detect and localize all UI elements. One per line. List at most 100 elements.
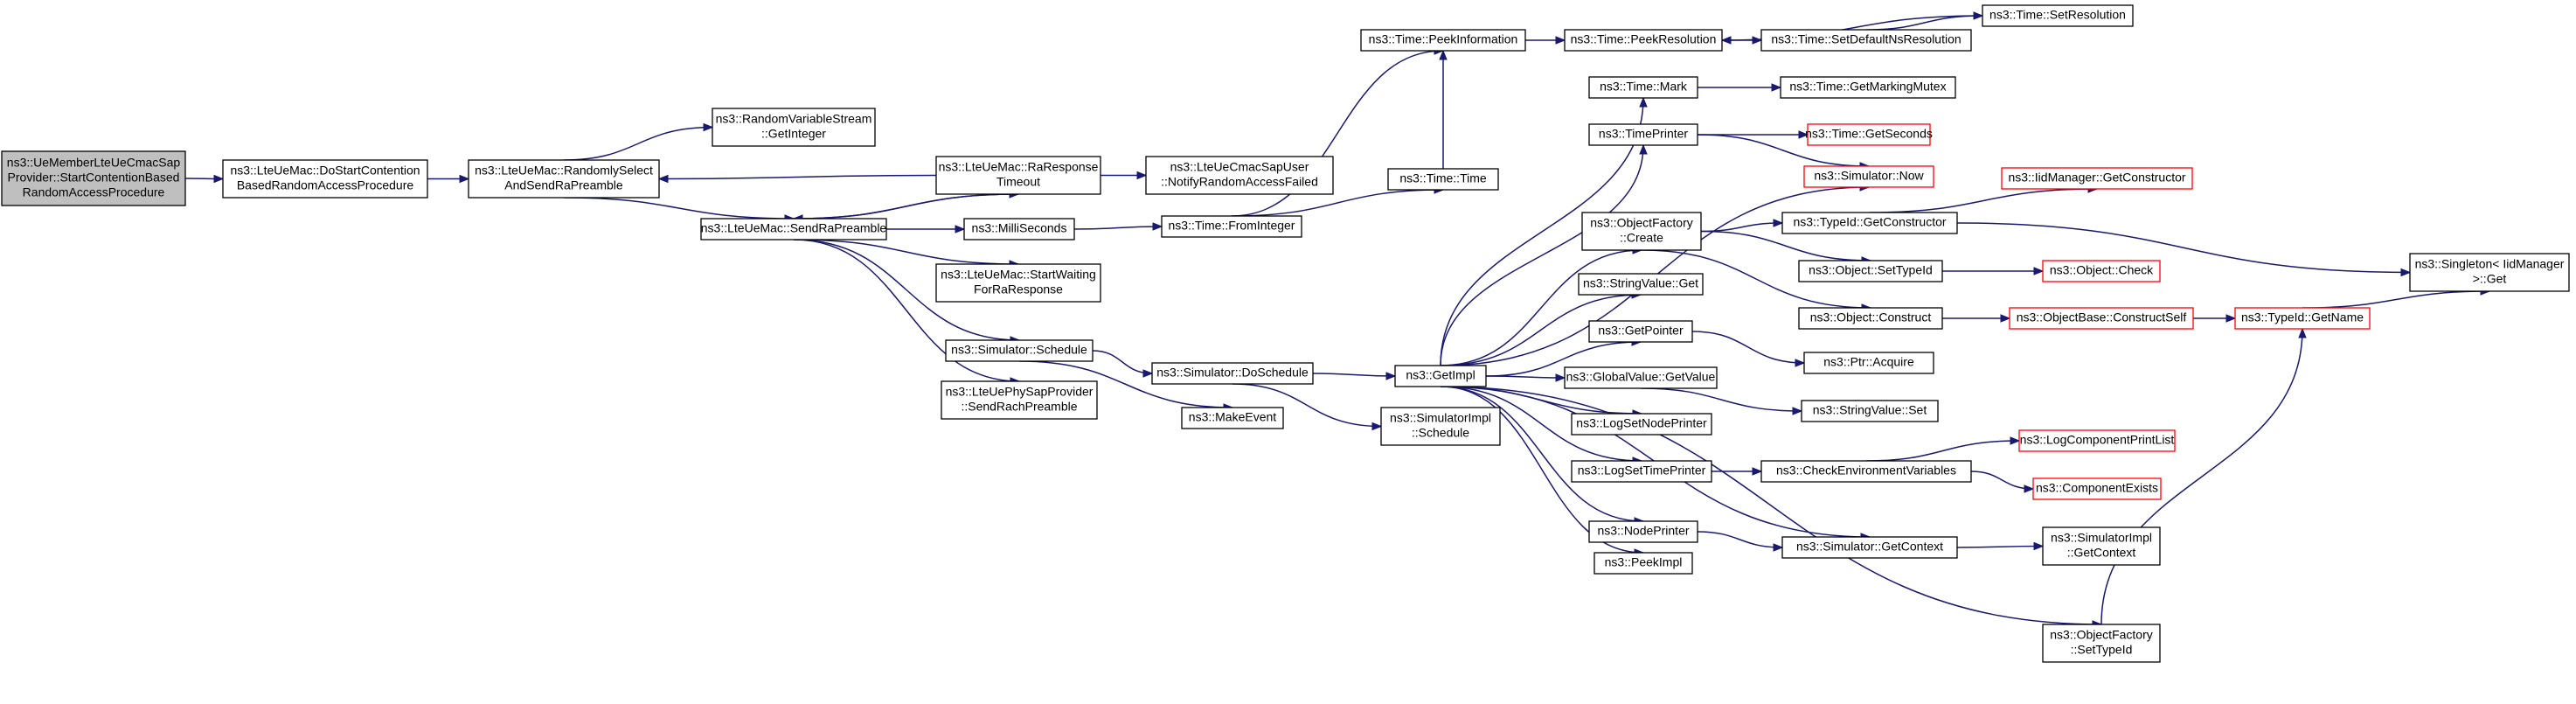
node-label: ns3::Object::SetTypeId — [1809, 263, 1933, 277]
node-nodePrinter[interactable]: ns3::NodePrinter — [1588, 520, 1698, 543]
node-setRes[interactable]: ns3::Time::SetResolution — [1982, 4, 2134, 27]
node-box — [712, 108, 876, 147]
node-objBaseCtorSelf[interactable]: ns3::ObjectBase::ConstructSelf — [2009, 307, 2194, 330]
node-box — [1781, 536, 1958, 559]
node-label: ns3::Time::GetMarkingMutex — [1789, 80, 1946, 94]
node-getPointer[interactable]: ns3::GetPointer — [1588, 320, 1693, 343]
call-edge-getImpl-to-timePrinter — [1440, 143, 1648, 366]
node-box — [700, 218, 887, 240]
node-box — [941, 380, 1098, 420]
node-peekInfo[interactable]: ns3::Time::PeekInformation — [1360, 29, 1526, 52]
call-edge-sendRa-to-milli — [886, 225, 966, 234]
node-box — [945, 339, 1094, 362]
node-iidMgrGetCtor[interactable]: ns3::IidManager::GetConstructor — [2001, 167, 2193, 190]
node-label: ns3::Ptr::Acquire — [1823, 355, 1914, 369]
node-label: ns3::Time::PeekResolution — [1571, 32, 1717, 46]
call-edge-objFactSetTypeId-to-typeIdGetName — [2100, 327, 2307, 625]
call-edge-objSetTypeId-to-objCheck — [1942, 267, 2045, 275]
node-box — [2032, 477, 2162, 500]
node-simImplSched[interactable]: ns3::SimulatorImpl::Schedule — [1380, 407, 1501, 446]
node-randSel[interactable]: ns3::LteUeMac::RandomlySelectAndSendRaPr… — [468, 159, 660, 199]
node-ptrAcquire[interactable]: ns3::Ptr::Acquire — [1803, 352, 1934, 374]
node-strValSet[interactable]: ns3::StringValue::Set — [1801, 400, 1939, 422]
call-nodes: ns3::UeMemberLteUeCmacSapProvider::Start… — [1, 4, 2570, 663]
call-edge-objFactCreate-to-typeIdGetCtor — [1700, 219, 1784, 233]
node-box — [222, 159, 428, 199]
node-box — [963, 218, 1075, 240]
node-timeMark[interactable]: ns3::Time::Mark — [1588, 76, 1698, 99]
node-fromInt[interactable]: ns3::Time::FromInteger — [1161, 215, 1302, 238]
node-timeTime[interactable]: ns3::Time::Time — [1387, 168, 1499, 191]
node-objCheck[interactable]: ns3::Object::Check — [2042, 260, 2161, 282]
node-label: ns3::TypeId::GetConstructor — [1793, 215, 1946, 229]
node-milli[interactable]: ns3::MilliSeconds — [963, 218, 1075, 240]
node-markMutex[interactable]: ns3::Time::GetMarkingMutex — [1780, 76, 1956, 99]
node-strValGet[interactable]: ns3::StringValue::Get — [1578, 273, 1704, 296]
node-label: ::GetInteger — [761, 127, 826, 141]
node-objFactCreate[interactable]: ns3::ObjectFactory::Create — [1581, 212, 1702, 251]
call-edge-typeIdGetCtor-to-singletonGet — [1956, 222, 2412, 277]
node-label: ns3::Time::GetSeconds — [1805, 127, 1933, 141]
node-logSetNode[interactable]: ns3::LogSetNodePrinter — [1571, 413, 1712, 436]
node-getSeconds[interactable]: ns3::Time::GetSeconds — [1805, 123, 1933, 146]
node-typeIdGetName[interactable]: ns3::TypeId::GetName — [2234, 307, 2371, 330]
node-label: ::SendRachPreamble — [961, 400, 1077, 414]
node-box — [2018, 429, 2176, 452]
node-gvGetValue[interactable]: ns3::GlobalValue::GetValue — [1564, 366, 1718, 389]
node-label: ns3::SimulatorImpl — [2051, 531, 2152, 545]
node-box — [2234, 307, 2371, 330]
node-box — [1, 150, 186, 206]
node-box — [1360, 29, 1526, 52]
node-peekRes[interactable]: ns3::Time::PeekResolution — [1564, 29, 1723, 52]
node-phySap[interactable]: ns3::LteUePhySapProvider::SendRachPreamb… — [941, 380, 1098, 420]
node-rvsGetInt[interactable]: ns3::RandomVariableStream::GetInteger — [712, 108, 876, 147]
node-start[interactable]: ns3::UeMemberLteUeCmacSapProvider::Start… — [1, 150, 186, 206]
node-doStart[interactable]: ns3::LteUeMac::DoStartContentionBasedRan… — [222, 159, 428, 199]
node-label: RandomAccessProcedure — [23, 185, 165, 199]
node-setDefNs[interactable]: ns3::Time::SetDefaultNsResolution — [1760, 29, 1972, 52]
node-sendRa[interactable]: ns3::LteUeMac::SendRaPreamble — [700, 218, 887, 240]
node-objFactSetTypeId[interactable]: ns3::ObjectFactory::SetTypeId — [2042, 624, 2161, 663]
call-edge-checkEnv-to-logCompList — [1865, 436, 2021, 462]
call-edge-doStart-to-randSel — [427, 174, 470, 184]
node-label: ForRaResponse — [974, 282, 1063, 296]
node-getImpl[interactable]: ns3::GetImpl — [1394, 365, 1487, 387]
node-checkEnv[interactable]: ns3::CheckEnvironmentVariables — [1760, 460, 1972, 483]
node-timePrinter[interactable]: ns3::TimePrinter — [1588, 123, 1698, 146]
node-logCompList[interactable]: ns3::LogComponentPrintList — [2018, 429, 2176, 452]
node-simSched[interactable]: ns3::Simulator::Schedule — [945, 339, 1094, 362]
node-box — [468, 159, 660, 199]
node-label: ns3::LogComponentPrintList — [2020, 433, 2175, 447]
node-label: Timeout — [996, 175, 1040, 189]
node-compExists[interactable]: ns3::ComponentExists — [2032, 477, 2162, 500]
node-logSetTime[interactable]: ns3::LogSetTimePrinter — [1571, 460, 1712, 483]
call-edge-getPointer-to-ptrAcquire — [1691, 331, 1806, 367]
node-label: ns3::LogSetTimePrinter — [1578, 464, 1706, 477]
node-makeEvent[interactable]: ns3::MakeEvent — [1181, 407, 1284, 429]
node-label: ns3::IidManager::GetConstructor — [2008, 171, 2185, 185]
node-label: ::GetContext — [2067, 546, 2136, 560]
node-simGetCtx[interactable]: ns3::Simulator::GetContext — [1781, 536, 1958, 559]
node-label: ns3::GetPointer — [1598, 324, 1684, 338]
node-box — [1394, 365, 1487, 387]
node-simNow[interactable]: ns3::Simulator::Now — [1803, 165, 1934, 188]
node-label: ns3::LogSetNodePrinter — [1576, 416, 1707, 430]
node-doSched[interactable]: ns3::Simulator::DoSchedule — [1151, 362, 1314, 385]
call-edge-peekInfo-to-peekRes — [1525, 36, 1566, 45]
call-edge-randSel-to-rvsGetInt — [563, 122, 714, 161]
node-box — [1803, 352, 1934, 374]
node-objSetTypeId[interactable]: ns3::Object::SetTypeId — [1798, 260, 1943, 282]
node-typeIdGetCtor[interactable]: ns3::TypeId::GetConstructor — [1781, 212, 1958, 234]
node-objConstruct[interactable]: ns3::Object::Construct — [1798, 307, 1943, 330]
node-singletonGet[interactable]: ns3::Singleton< IidManager>::Get — [2409, 253, 2570, 292]
node-box — [2409, 253, 2570, 292]
node-label: >::Get — [2473, 272, 2507, 286]
node-simImplGetCtx[interactable]: ns3::SimulatorImpl::GetContext — [2042, 526, 2161, 566]
node-peekImpl[interactable]: ns3::PeekImpl — [1594, 552, 1693, 575]
node-notifyFail[interactable]: ns3::LteUeCmacSapUser::NotifyRandomAcces… — [1145, 156, 1334, 195]
call-edge-objConstruct-to-objBaseCtorSelf — [1942, 314, 2011, 323]
node-label: ns3::UeMemberLteUeCmacSap — [7, 156, 181, 170]
node-label: ns3::Simulator::GetContext — [1796, 540, 1943, 554]
